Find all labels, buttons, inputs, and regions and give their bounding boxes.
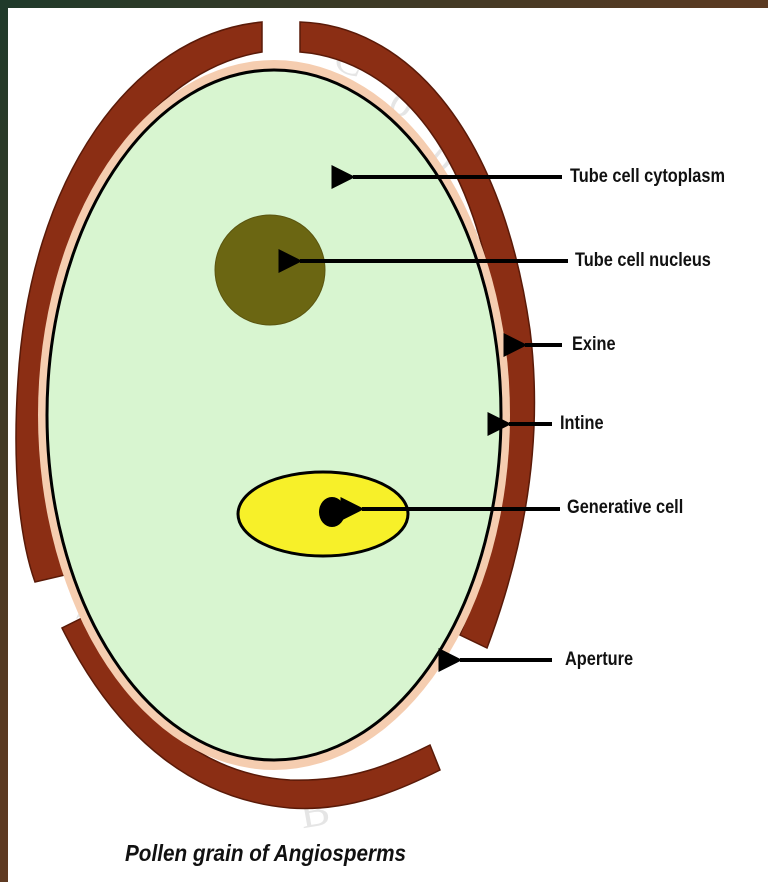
label-exine: Exine bbox=[572, 335, 616, 354]
tube-cell-cytoplasm bbox=[47, 70, 501, 760]
label-tube-cell-nucleus: Tube cell nucleus bbox=[575, 251, 711, 270]
tube-cell-nucleus bbox=[215, 215, 325, 325]
figure-caption: Pollen grain of Angiosperms bbox=[125, 842, 406, 865]
generative-nucleus bbox=[319, 497, 345, 527]
label-aperture: Aperture bbox=[565, 650, 633, 669]
label-intine: Intine bbox=[560, 414, 604, 433]
label-generative-cell: Generative cell bbox=[567, 498, 683, 517]
label-tube-cell-cytoplasm: Tube cell cytoplasm bbox=[570, 167, 725, 186]
